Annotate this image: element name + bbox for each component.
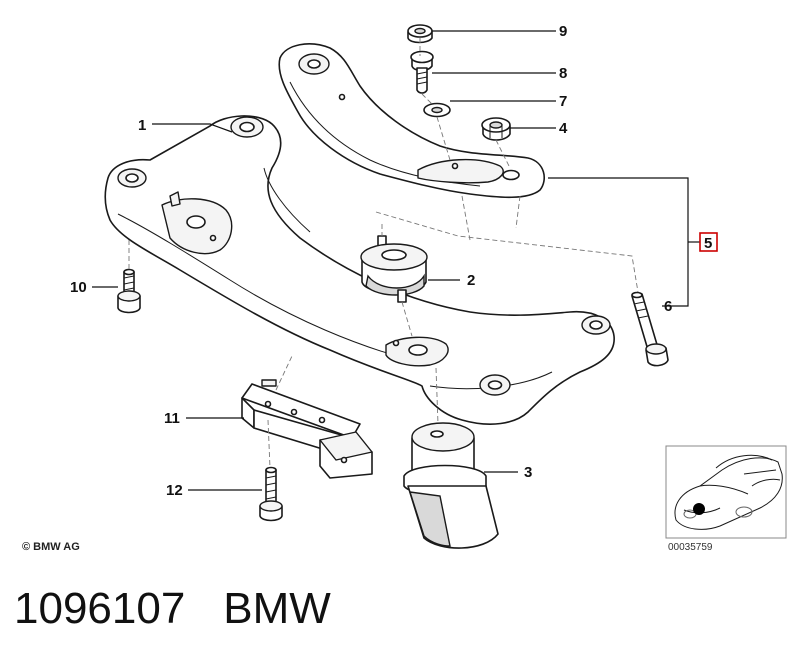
footer-caption: 1096107 BMW [14,584,331,634]
part-3-bushing [403,422,499,549]
part-6-bolt [631,291,669,367]
callout-11: 11 [164,410,180,427]
upper-bracket [278,43,545,199]
part-number: 1096107 [14,584,186,633]
callout-7: 7 [559,93,567,110]
part-9-nut [407,24,433,44]
callout-5: 5 [704,235,712,252]
part-7-washer [423,102,451,118]
assembly-lines [128,38,639,469]
leader-lines [92,30,700,491]
callout-12: 12 [166,482,183,499]
callouts: 1 9 8 7 4 5 6 2 3 10 11 12 [70,23,718,499]
callout-6: 6 [664,298,672,315]
part-2-rubber-mount [360,235,428,303]
callout-2: 2 [467,272,475,289]
part-12-bolt [259,466,283,522]
part-10-bolt [117,268,141,314]
crossmember [104,115,615,425]
callout-1: 1 [138,117,146,134]
location-marker-icon [693,503,705,515]
callout-8: 8 [559,65,567,82]
part-11-bracket [241,379,373,479]
part-8-bolt [410,50,434,94]
copyright-label: © BMW AG [22,541,80,553]
inset-car-thumbnail [665,445,787,539]
callout-9: 9 [559,23,567,40]
brand-name: BMW [223,584,331,633]
part-4-nut [481,117,511,141]
callout-4: 4 [559,120,568,137]
inset-image-code: 00035759 [668,542,713,553]
callout-10: 10 [70,279,87,296]
callout-3: 3 [524,464,532,481]
callout-5-highlight [699,232,718,252]
